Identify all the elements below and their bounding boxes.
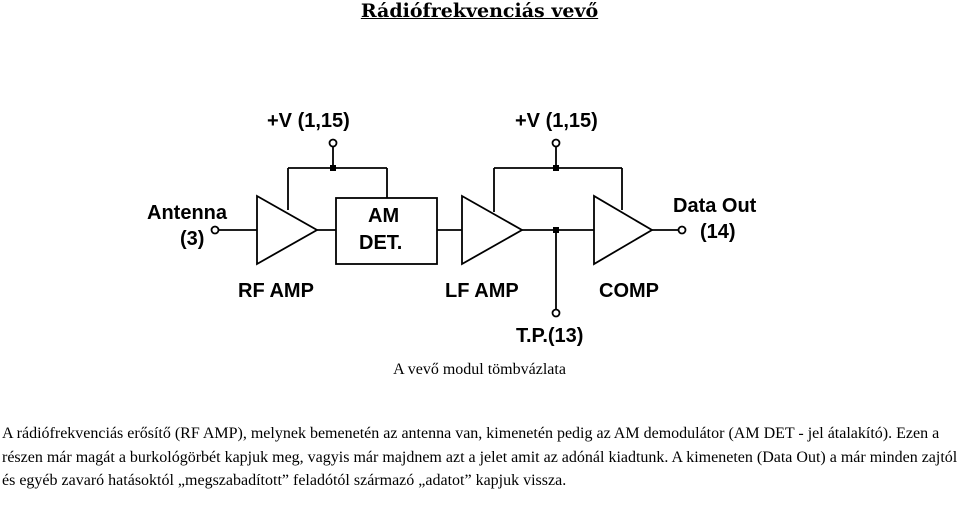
antenna-label: Antenna	[147, 202, 228, 224]
data-out-label: Data Out	[673, 195, 757, 217]
supply-right-junction	[553, 165, 559, 171]
supply-right-label: +V (1,15)	[515, 110, 598, 132]
lf-amp-triangle	[461, 194, 524, 266]
supply-left-label: +V (1,15)	[267, 110, 350, 132]
data-out-pin-label: (14)	[700, 221, 736, 243]
supply-left-junction	[330, 165, 336, 171]
figure-caption: A vevő modul tömbvázlata	[393, 361, 566, 378]
test-point-junction	[553, 227, 559, 233]
comp-label: COMP	[599, 280, 659, 302]
comp-triangle	[593, 194, 654, 266]
supply-left-terminal	[328, 138, 338, 148]
body-paragraph: A rádiófrekvenciás erősítő (RF AMP), mel…	[2, 425, 958, 489]
lf-amp-label: LF AMP	[445, 280, 519, 302]
test-point-terminal	[551, 308, 561, 318]
antenna-pin-label: (3)	[180, 228, 204, 250]
test-point-label: T.P.(13)	[516, 325, 583, 347]
rf-amp-triangle	[256, 194, 319, 266]
am-det-block	[335, 197, 438, 265]
am-det-label-line1: AM	[368, 205, 399, 227]
data-out-terminal	[677, 225, 687, 235]
antenna-terminal	[210, 225, 220, 235]
am-det-label-line2: DET.	[359, 232, 402, 254]
page-title: Rádiófrekvenciás vevő	[360, 0, 599, 22]
rf-amp-label: RF AMP	[238, 280, 314, 302]
block-diagram: +V (1,15) +V (1,15) Antenna (3) AM DET. …	[147, 110, 757, 347]
supply-right-terminal	[551, 138, 561, 148]
